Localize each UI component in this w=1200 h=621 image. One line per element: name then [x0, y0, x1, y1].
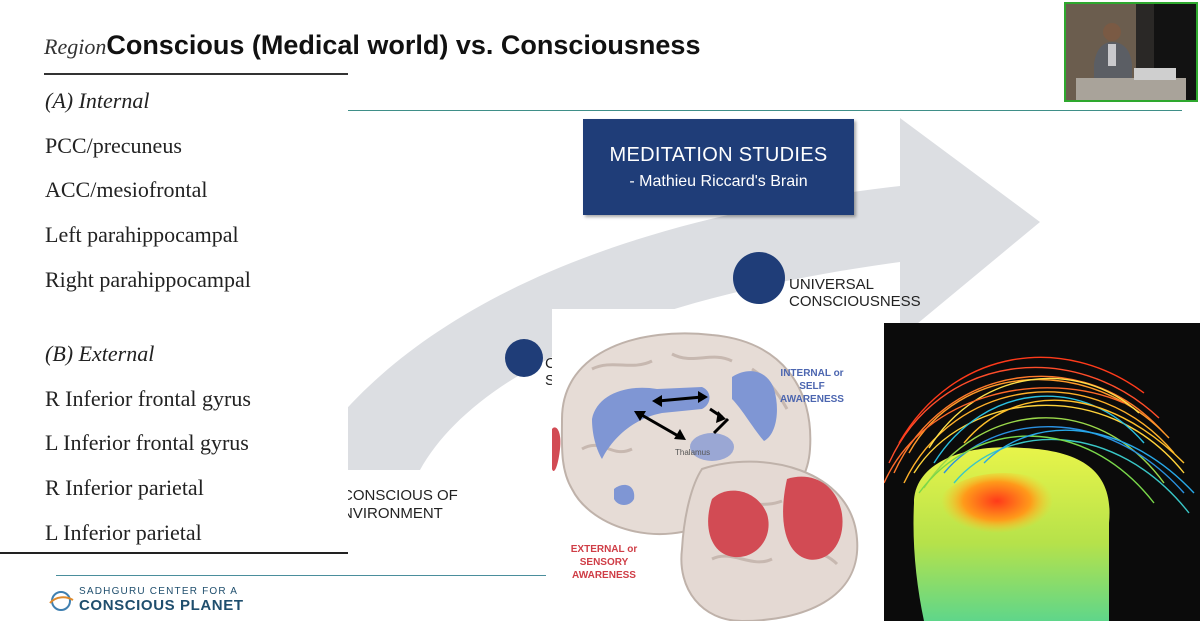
internal-awareness-line3: AWARENESS	[780, 394, 844, 405]
external-item: L Inferior parietal	[45, 520, 202, 545]
external-awareness-label: EXTERNAL or SENSORY AWARENESS	[554, 543, 654, 582]
brain-awareness-image: INTERNAL or SELF AWARENESS Thalamus EXTE…	[552, 309, 886, 621]
logo-line2: CONSCIOUS PLANET	[79, 597, 244, 614]
heatmap-illustration	[884, 323, 1200, 621]
middle-node-circle	[505, 339, 543, 377]
internal-item: Right parahippocampal	[45, 267, 251, 292]
table-bottom-rule	[0, 552, 348, 554]
middle-node-label: C S	[545, 355, 556, 389]
thalamus-label: Thalamus	[675, 448, 711, 457]
title-underline	[44, 73, 348, 75]
internal-awareness-line2: SELF	[799, 381, 825, 392]
universal-label-line1: UNIVERSAL	[789, 276, 875, 293]
meditation-title: MEDITATION STUDIES	[609, 143, 828, 166]
universal-label-line2: CONSCIOUSNESS	[789, 293, 921, 310]
footer-rule	[56, 575, 546, 576]
curved-arrow-shape	[300, 118, 1040, 470]
logo-line1: SADHGURU CENTER FOR A	[79, 586, 239, 597]
external-item: L Inferior frontal gyrus	[45, 430, 249, 455]
sadhguru-center-logo: SADHGURU CENTER FOR A CONSCIOUS PLANET	[48, 586, 248, 616]
region-table: (A) Internal PCC/precuneus ACC/mesiofron…	[0, 78, 348, 554]
meditation-subtitle: - Mathieu Riccard's Brain	[629, 172, 808, 190]
teal-divider	[348, 110, 1182, 111]
universal-consciousness-label: UNIVERSAL CONSCIOUSNESS	[789, 276, 921, 310]
internal-item: Left parahippocampal	[45, 222, 239, 247]
internal-item: ACC/mesiofrontal	[45, 177, 208, 202]
middle-label-line2: S	[545, 372, 556, 389]
internal-awareness-line1: INTERNAL or	[780, 368, 844, 379]
conscious-of-environment-label: CONSCIOUS OF NVIRONMENT	[342, 487, 458, 523]
brain-heatmap-image	[884, 323, 1200, 621]
external-awareness-line1: EXTERNAL or	[570, 544, 638, 555]
env-label-line2: NVIRONMENT	[342, 505, 443, 522]
presenter-video	[1066, 4, 1196, 100]
internal-awareness-label: INTERNAL or SELF AWARENESS	[757, 367, 867, 406]
external-awareness-line2: SENSORY	[579, 557, 629, 568]
external-header: (B) External	[45, 341, 155, 366]
external-item: R Inferior parietal	[45, 475, 204, 500]
internal-header: (A) Internal	[45, 88, 150, 113]
slide-title: RegionConscious (Medical world) vs. Cons…	[44, 30, 700, 61]
title-region-label: Region	[44, 34, 107, 59]
external-item: R Inferior frontal gyrus	[45, 386, 251, 411]
internal-item: PCC/precuneus	[45, 133, 182, 158]
middle-label-line1: C	[545, 355, 556, 372]
planet-logo-icon	[49, 591, 74, 611]
env-label-line1: CONSCIOUS OF	[342, 487, 458, 504]
universal-node-circle	[733, 252, 785, 304]
external-awareness-line3: AWARENESS	[572, 570, 636, 581]
meditation-studies-box: MEDITATION STUDIES - Mathieu Riccard's B…	[583, 119, 854, 215]
brain-illustration	[552, 332, 859, 621]
title-main-text: Conscious (Medical world) vs. Consciousn…	[106, 30, 701, 60]
webcam-video-feed[interactable]	[1064, 2, 1198, 102]
